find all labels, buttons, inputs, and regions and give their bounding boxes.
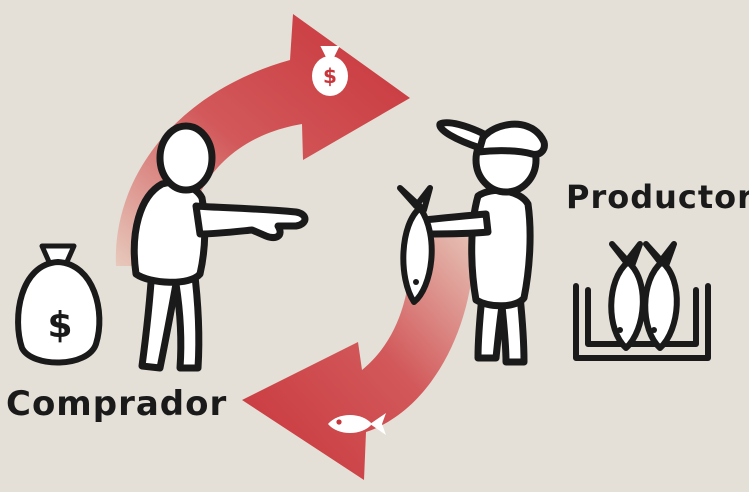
buyer-label: Comprador — [6, 387, 227, 421]
buyer-bag-dollar-sign: $ — [47, 305, 72, 346]
product-flow-arrow — [242, 222, 475, 480]
buyer-money-bag-icon: $ — [18, 246, 99, 363]
money-bag-dollar-sign: $ — [323, 64, 337, 88]
producer-label: Productor — [566, 181, 749, 213]
fish-crate-icon — [576, 244, 708, 358]
held-fish-icon — [400, 188, 432, 302]
